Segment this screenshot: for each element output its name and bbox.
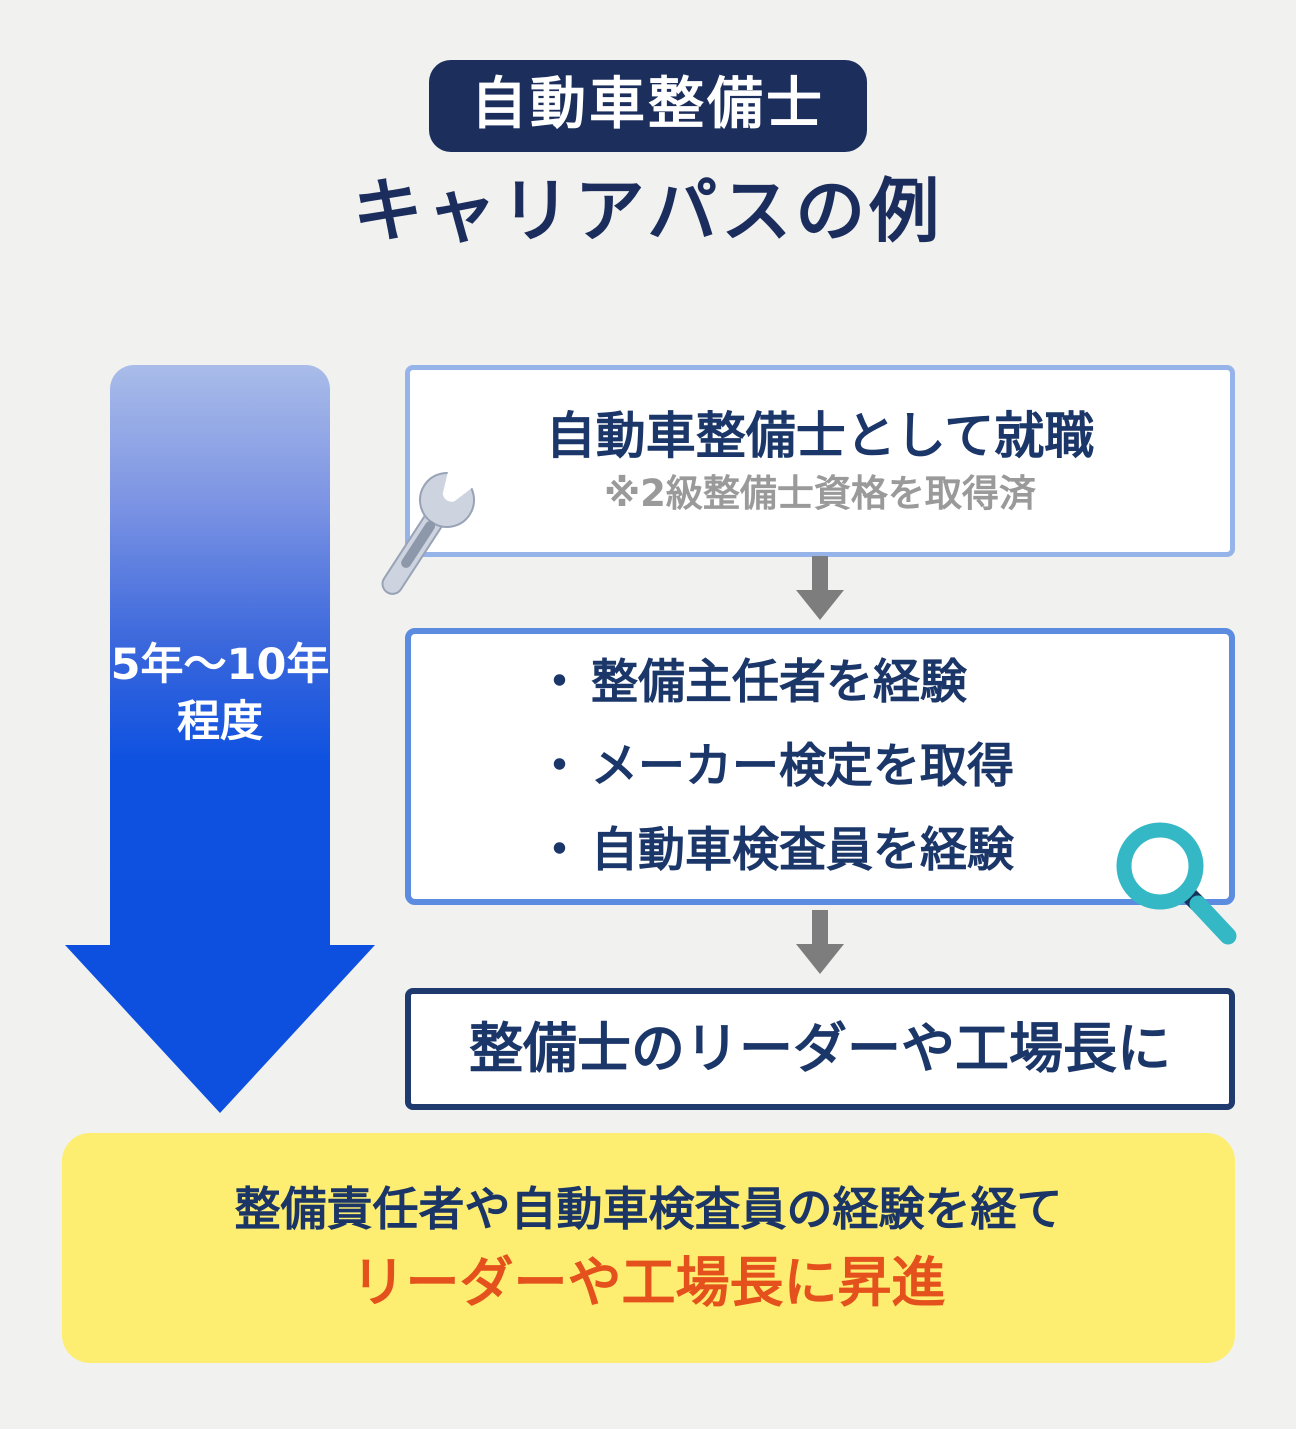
bullet-strong-text: メーカー検定	[591, 739, 873, 794]
page-title: キャリアパスの例	[352, 170, 944, 252]
duration-label-line2: 程度	[177, 696, 263, 747]
bullet-strong-text: 整備主任者	[591, 655, 826, 710]
summary-line2: リーダーや工場長に昇進	[351, 1251, 946, 1314]
bullet-rest-text: を経験	[873, 823, 1014, 878]
bullet-rest-text: を取得	[873, 739, 1014, 794]
step3-title: 整備士のリーダーや工場長に	[469, 1017, 1171, 1080]
step1-note: ※2級整備士資格を取得済	[604, 471, 1036, 515]
bullet-dot: ・	[536, 739, 583, 794]
step2-bullet-1: ・整備主任者を経験	[536, 659, 1229, 706]
step3-box: 整備士のリーダーや工場長に	[405, 988, 1235, 1110]
bullet-strong-text: 自動車検査員	[591, 823, 873, 878]
bullet-dot: ・	[536, 823, 583, 878]
header-badge: 自動車整備士	[429, 60, 867, 152]
step2-bullet-3: ・自動車検査員を経験	[536, 827, 1229, 874]
duration-label-line1: 5年〜10年	[110, 640, 330, 690]
wrench-icon	[381, 461, 481, 595]
down-arrow-icon	[796, 910, 844, 974]
step2-box: ・整備主任者を経験 ・メーカー検定を取得 ・自動車検査員を経験	[405, 628, 1235, 905]
down-arrow-icon	[796, 556, 844, 620]
summary-line1: 整備責任者や自動車検査員の経験を経て	[234, 1182, 1063, 1236]
step2-bullet-2: ・メーカー検定を取得	[536, 743, 1229, 790]
step1-box: 自動車整備士として就職 ※2級整備士資格を取得済	[405, 365, 1235, 557]
duration-label: 5年〜10年 程度	[110, 637, 330, 751]
step1-title: 自動車整備士として就職	[545, 406, 1095, 465]
duration-arrow-head	[65, 945, 375, 1113]
summary-box: 整備責任者や自動車検査員の経験を経て リーダーや工場長に昇進	[62, 1133, 1235, 1363]
magnifier-icon	[1116, 822, 1237, 945]
bullet-dot: ・	[536, 655, 583, 710]
duration-arrow-shaft	[110, 365, 330, 949]
bullet-rest-text: を経験	[826, 655, 967, 710]
duration-arrow: 5年〜10年 程度	[65, 365, 375, 1113]
